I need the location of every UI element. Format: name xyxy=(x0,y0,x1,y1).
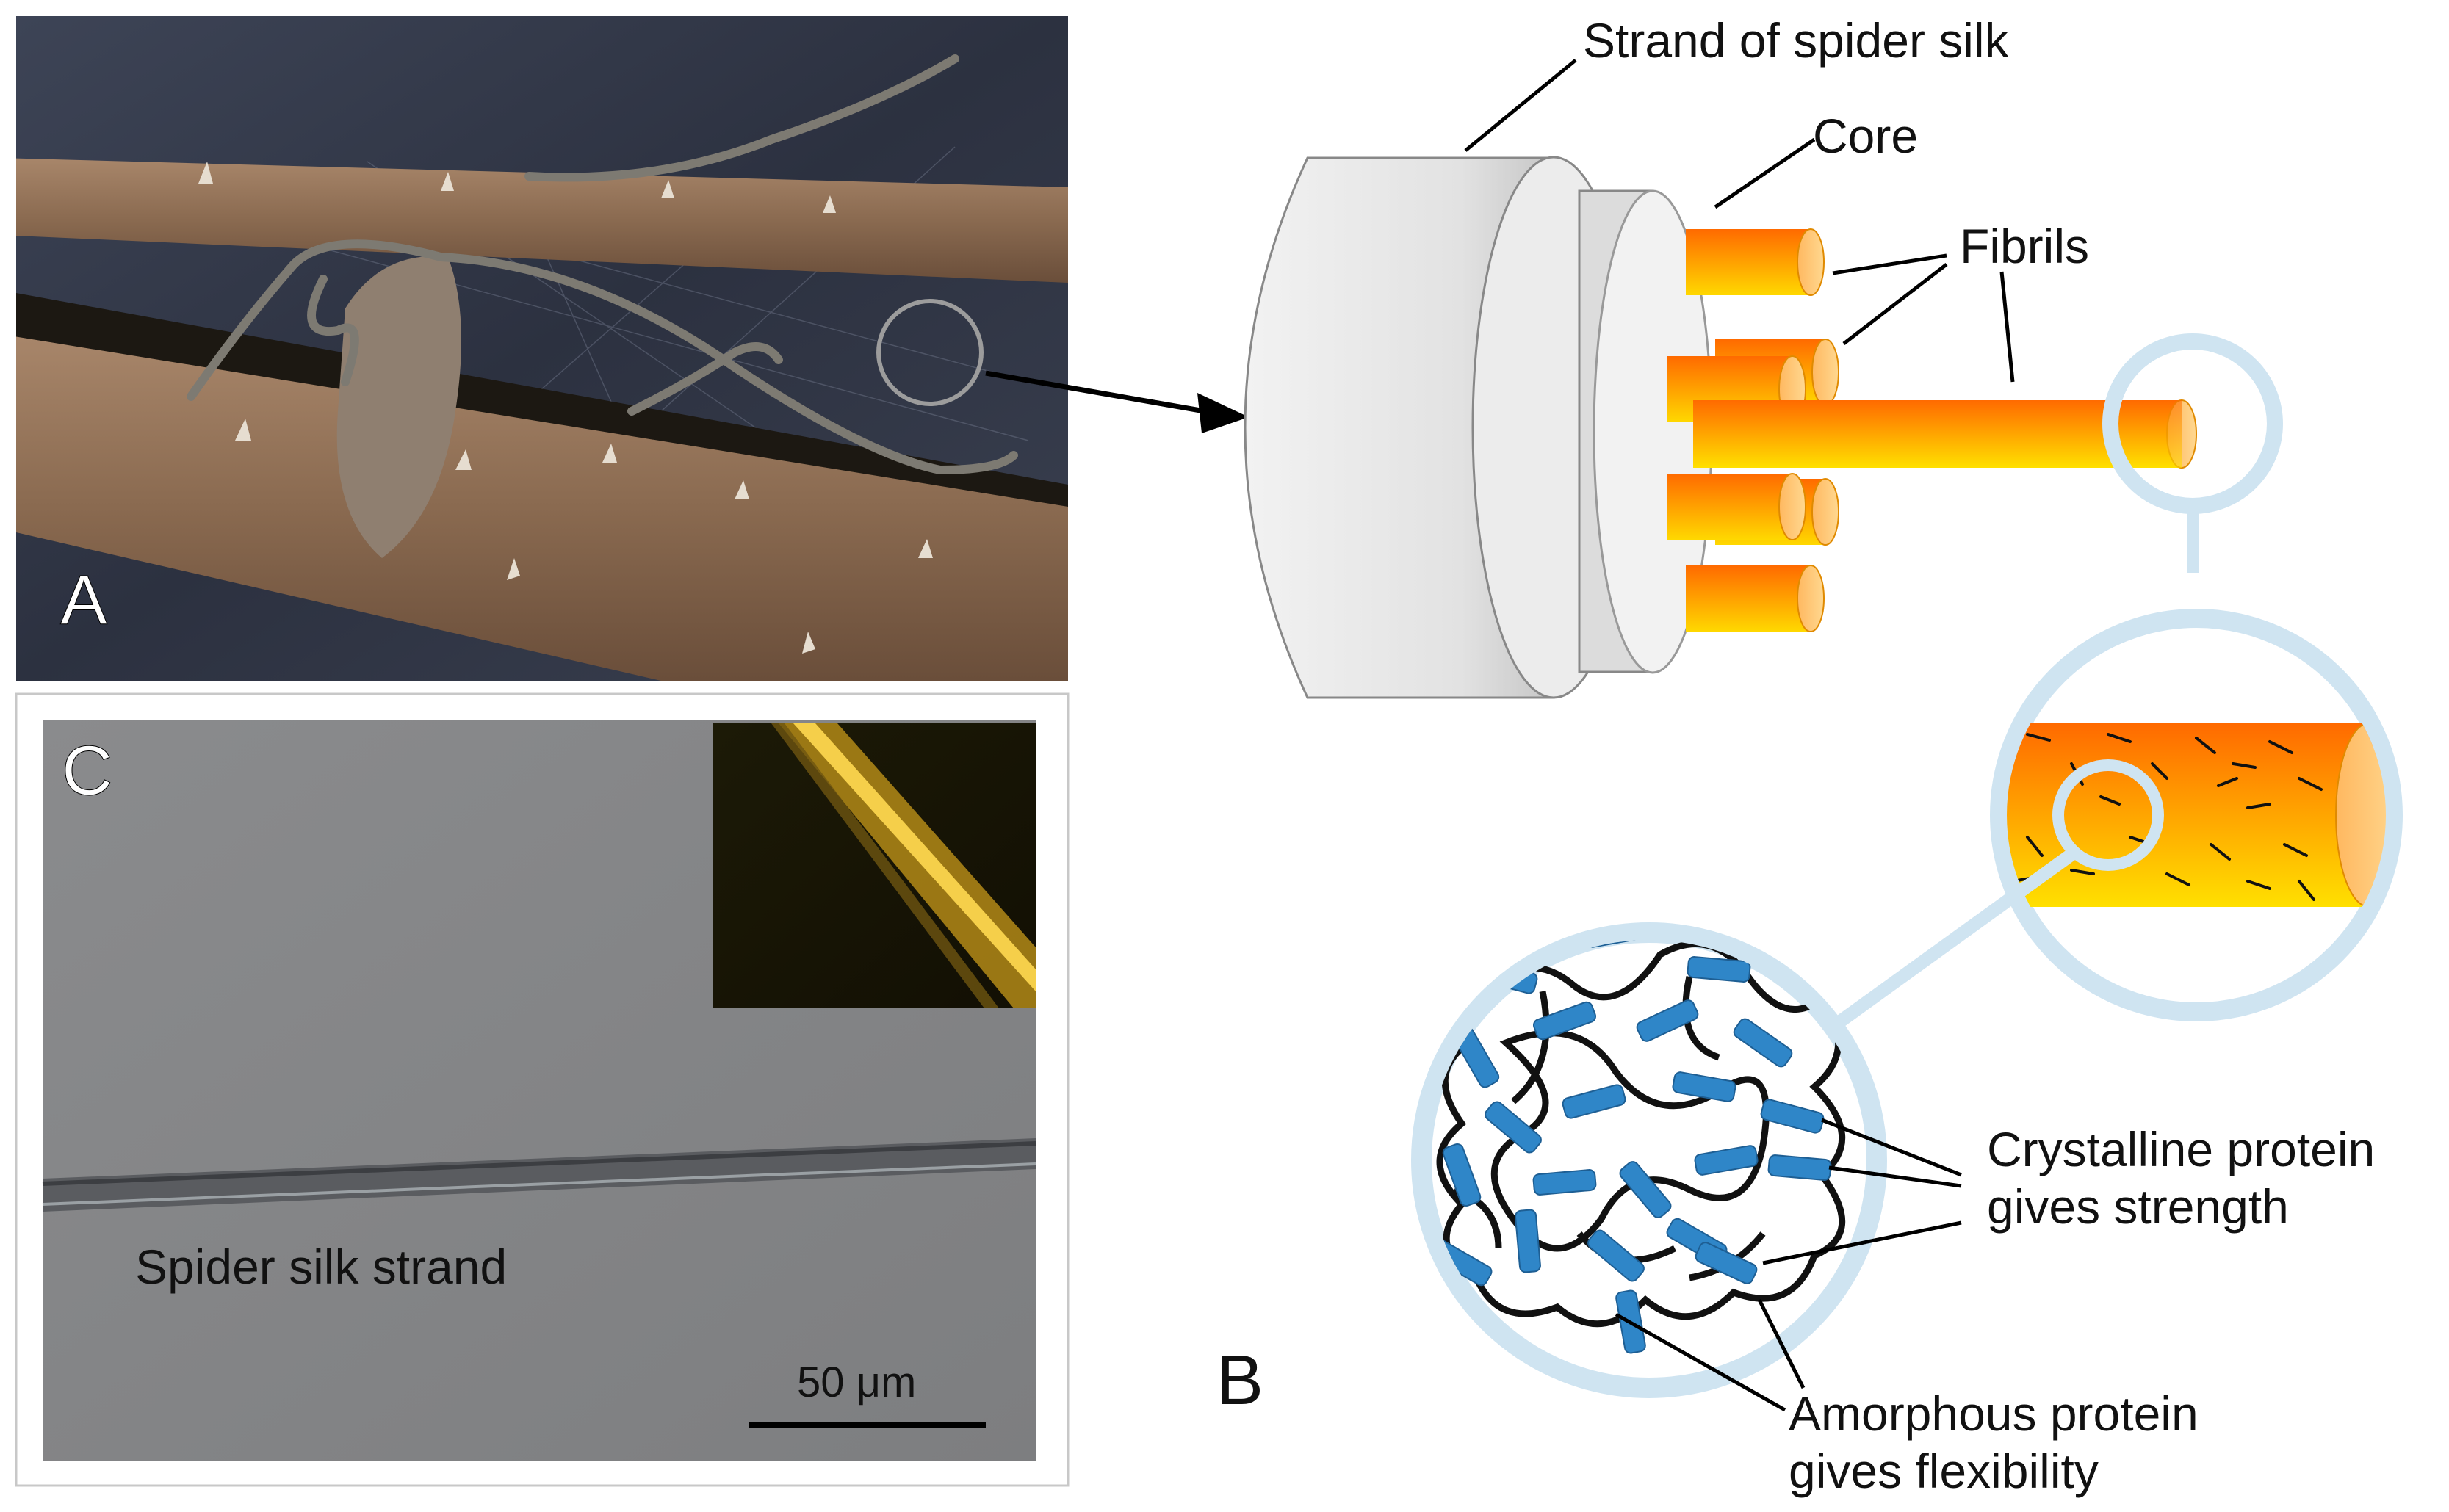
strand-label: Strand of spider silk xyxy=(1583,13,2010,68)
amorphous-leader-2 xyxy=(1757,1298,1806,1389)
extended-fibril xyxy=(1693,399,2197,469)
fibrils xyxy=(1667,228,2197,632)
fibrils-leader-line-1 xyxy=(1832,253,1947,275)
panel-b-letter: B xyxy=(1216,1341,1263,1419)
crystalline-leader-3 xyxy=(1762,1220,1962,1265)
amorphous-label-line2: gives flexibility xyxy=(1789,1444,2099,1498)
core-label: Core xyxy=(1813,109,1918,163)
fibril-cross-section-zoom xyxy=(1990,609,2403,1021)
fibrils-label: Fibrils xyxy=(1960,219,2089,273)
small-zoom-ring xyxy=(2052,759,2164,871)
highlight-circle xyxy=(876,299,984,406)
amorphous-leader-1 xyxy=(1615,1312,1786,1412)
crystalline-leader-1 xyxy=(1821,1118,1962,1177)
a-to-b-arrow xyxy=(985,370,1249,433)
silk-strand-cylinder xyxy=(1244,156,1713,699)
amorphous-label-line1: Amorphous protein xyxy=(1789,1386,2199,1441)
panel-a-photo: A xyxy=(16,16,1068,681)
crystalline-label-line1: Crystalline protein xyxy=(1987,1122,2375,1176)
panel-c-micrograph: C Spider silk strand 50 μm xyxy=(15,692,1070,1487)
crystalline-label-line2: gives strength xyxy=(1987,1179,2289,1234)
crystalline-leader-2 xyxy=(1828,1165,1962,1188)
protein-structure-zoom xyxy=(1411,922,1887,1398)
polarized-inset xyxy=(713,723,1036,1008)
fibrils-leader-line-3 xyxy=(1999,271,2015,383)
core-leader-line xyxy=(1714,137,1816,209)
panel-a-letter: A xyxy=(60,561,107,640)
fibrils-leader-line-2 xyxy=(1842,263,1948,345)
scale-bar-label: 50 μm xyxy=(797,1359,916,1406)
strand-label: Spider silk strand xyxy=(135,1240,507,1294)
fibril-zoom-circle xyxy=(2102,333,2283,514)
panel-b-diagram: Strand of spider silk Core Fibrils xyxy=(1216,13,2403,1498)
strand-leader-line xyxy=(1464,59,1577,152)
panel-c-letter: C xyxy=(62,731,112,810)
